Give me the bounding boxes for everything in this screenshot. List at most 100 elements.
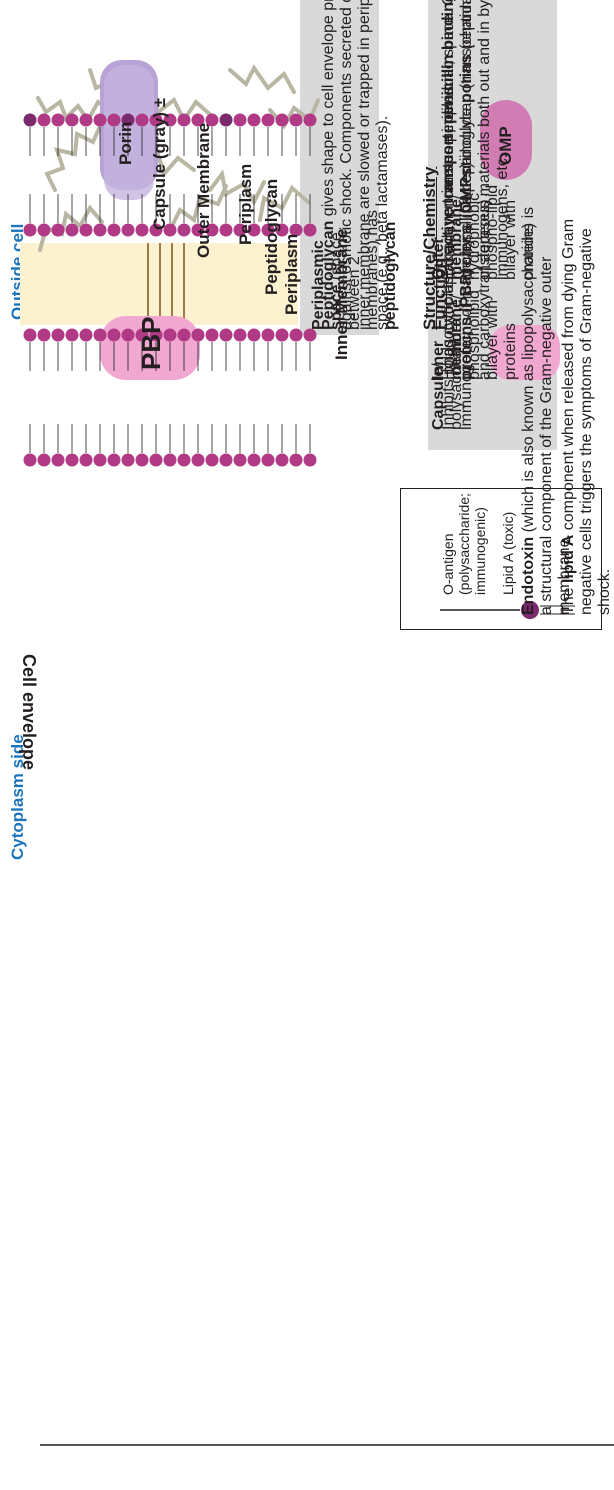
lipid-head [219,328,233,342]
lipid-head [233,113,247,127]
lipid-head [261,113,275,127]
lipid-head [93,328,107,342]
lipid-head [191,113,205,127]
lipid-head [51,328,65,342]
lipid-head [163,453,177,467]
lipid-head [79,223,93,237]
lipid-head [121,223,135,237]
lipid-head [177,328,191,342]
lipid-head [23,113,37,127]
inner-protein-shape [490,325,560,380]
lipid-head [303,223,317,237]
lipid-head [149,328,163,342]
lipid-head [191,223,205,237]
lipid-head [65,223,79,237]
lipid-head [163,113,177,127]
lipid-head [205,328,219,342]
lipid-head [23,223,37,237]
peptidoglycan-term: Peptidoglycan [320,220,337,330]
lipid-head [65,328,79,342]
lipid-head [163,223,177,237]
lipid-head [289,113,303,127]
lipid-head [289,223,303,237]
peptidoglycan-layer [20,243,298,325]
lipid-head [163,328,177,342]
lipid-head [275,113,289,127]
lipid-head [37,453,51,467]
lipid-head [275,223,289,237]
lipid-head [219,453,233,467]
lipid-head [247,113,261,127]
lipid-head [191,453,205,467]
lipid-head [135,223,149,237]
lipid-head [65,453,79,467]
lipid-head [275,328,289,342]
lipid-head [247,453,261,467]
lps-diagram [440,601,575,619]
lipid-head [93,223,107,237]
lipid-head [205,113,219,127]
lipid-head [79,328,93,342]
lipid-head [135,328,149,342]
lipid-head [233,453,247,467]
lipid-head [177,453,191,467]
lipid-head [149,113,163,127]
lipid-head [107,223,121,237]
lipid-head [289,453,303,467]
lipid-head [107,328,121,342]
inner-membrane-function-pre: Holds cytoplasm; [440,253,457,380]
lipid-head [121,113,135,127]
lipid-head [177,223,191,237]
lipid-head [261,328,275,342]
lipid-head [289,328,303,342]
lipid-a-term: lipid A [560,534,577,583]
lipid-head [37,113,51,127]
lipid-head [303,453,317,467]
lipid-head [51,453,65,467]
lipid-head [149,223,163,237]
lipid-head [107,453,121,467]
lipid-head [275,453,289,467]
lipid-head [233,223,247,237]
lipid-head [177,113,191,127]
lipid-head [121,453,135,467]
lipid-head [135,113,149,127]
lipid-head [79,453,93,467]
lipid-head [247,328,261,342]
lipid-head [65,113,79,127]
lipid-head [233,328,247,342]
lipid-head [261,223,275,237]
lipid-head [149,453,163,467]
lipid-head [107,113,121,127]
lipid-head [23,453,37,467]
peptidoglycan-strands [147,243,185,325]
lipid-head [247,223,261,237]
cell-envelope-label: Cell envelope [19,653,39,770]
lipid-head [51,113,65,127]
lipid-a-label: Lipid A (toxic) [500,511,516,595]
lipid-head [79,113,93,127]
lipid-head [205,453,219,467]
endotoxin-term: Endotoxin [520,536,537,615]
lipid-head [37,223,51,237]
endotoxin-paragraph-2: The lipid A component when released from… [560,195,614,615]
inner-membrane-function: Holds cytoplasm; active transport; penic… [440,0,494,380]
lipid-head [121,328,135,342]
endotoxin-p2-pre: The [560,582,577,615]
lipid-head [93,453,107,467]
lipid-head [51,223,65,237]
lipid-head [219,223,233,237]
lipid-head [135,453,149,467]
o-antigen-label: O-antigen (polysaccharide; immunogenic) [440,493,488,595]
omp-shape [480,100,532,180]
lipid-head [191,328,205,342]
lipid-head [37,328,51,342]
periplasmic-function: Peptidoglycan gives shape to cell envelo… [320,0,392,330]
lipid-head [303,328,317,342]
lipid-head [93,113,107,127]
lipid-head [205,223,219,237]
lipid-head [303,113,317,127]
